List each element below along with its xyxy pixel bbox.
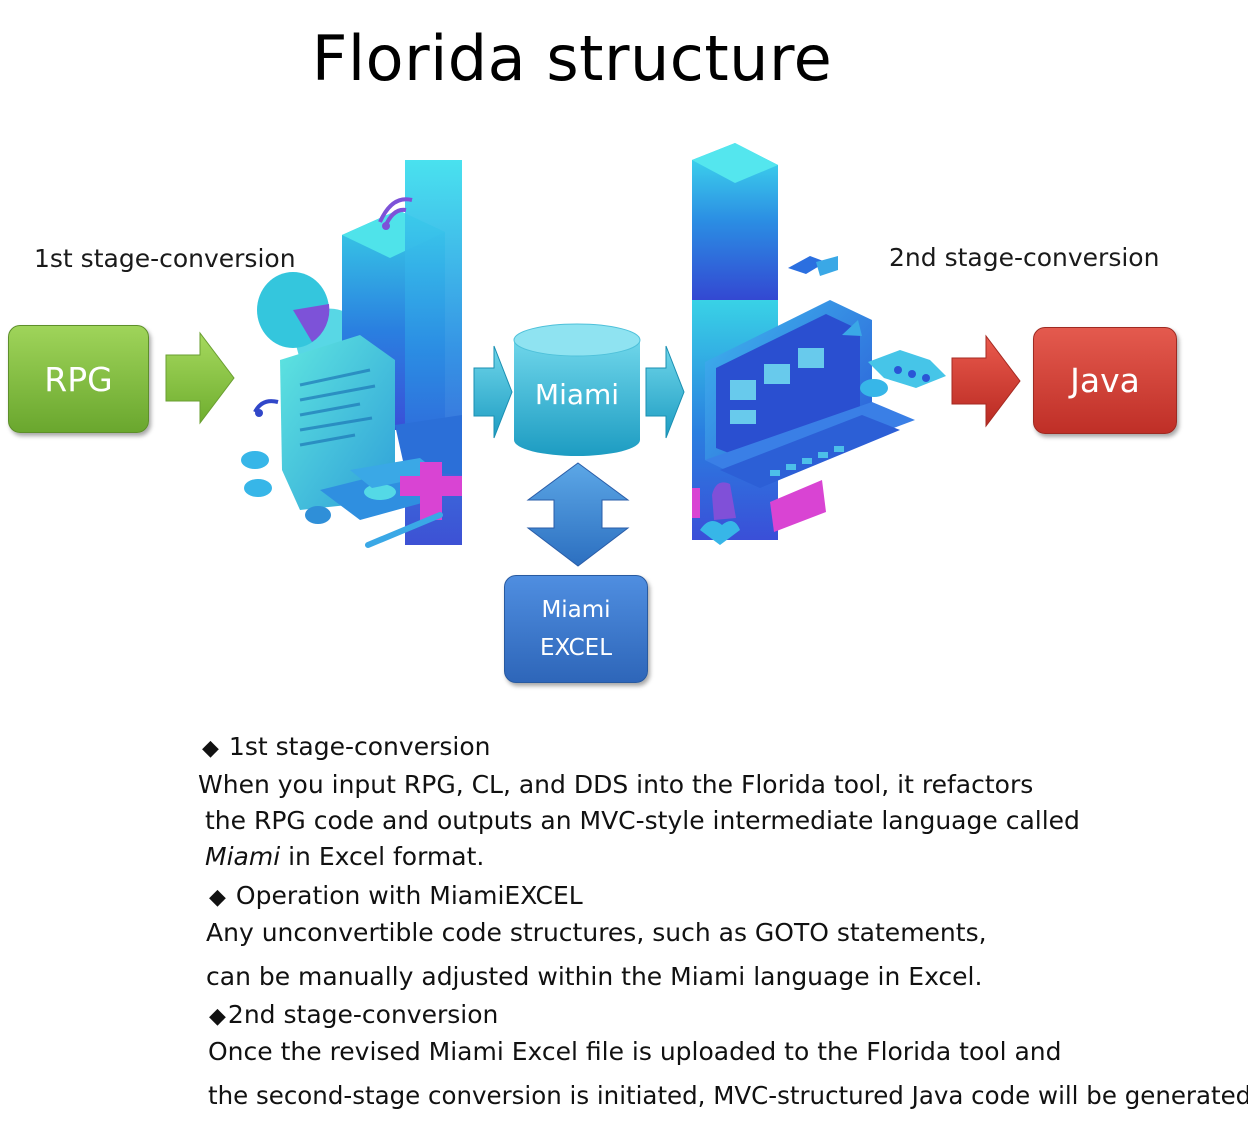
- page-title: Florida structure: [311, 22, 833, 95]
- miami-excel-label-line2: EXCEL: [539, 635, 613, 661]
- section1-line1: When you input RPG, CL, and DDS into the…: [198, 770, 1034, 799]
- rpg-node: RPG: [8, 325, 149, 433]
- section1-heading: ◆1st stage-conversion: [202, 732, 491, 761]
- section1-line2: the RPG code and outputs an MVC-style in…: [205, 806, 1080, 835]
- java-node: Java: [1033, 327, 1177, 434]
- section2-line1: Any unconvertible code structures, such …: [206, 918, 987, 947]
- miami-node-label: Miami: [534, 378, 620, 411]
- arrow-miami-to-converter: [645, 345, 685, 439]
- miami-excel-node: Miami EXCEL: [504, 575, 648, 683]
- stage2-illustration: [692, 143, 946, 545]
- diamond-bullet-icon: ◆: [209, 885, 226, 910]
- flow-illustration: [165, 143, 1021, 567]
- diamond-bullet-icon: ◆: [202, 736, 219, 761]
- arrow-converter-to-miami: [473, 345, 513, 439]
- miami-emphasis: Miami: [205, 842, 281, 871]
- arrow-rpg-to-converter: [165, 331, 235, 425]
- arrow-to-java: [951, 334, 1021, 428]
- diamond-bullet-icon: ◆: [209, 1004, 226, 1029]
- section1-line3: Miami in Excel format.: [205, 842, 485, 871]
- rpg-node-label: RPG: [44, 359, 113, 399]
- section3-line2: the second-stage conversion is initiated…: [208, 1081, 1248, 1110]
- stage2-label: 2nd stage-conversion: [889, 243, 1160, 272]
- stage1-label: 1st stage-conversion: [34, 244, 296, 273]
- section3-heading: ◆2nd stage-conversion: [209, 1000, 499, 1029]
- java-node-label: Java: [1070, 361, 1140, 400]
- section2-heading: ◆Operation with MiamiEXCEL: [209, 881, 583, 910]
- miami-excel-label-line1: Miami: [541, 597, 611, 623]
- miami-database: [513, 323, 641, 456]
- double-arrow-miami-excel: [526, 462, 630, 567]
- stage1-illustration: [241, 160, 462, 548]
- section3-line1: Once the revised Miami Excel file is upl…: [208, 1037, 1062, 1066]
- section2-line2: can be manually adjusted within the Miam…: [206, 962, 983, 991]
